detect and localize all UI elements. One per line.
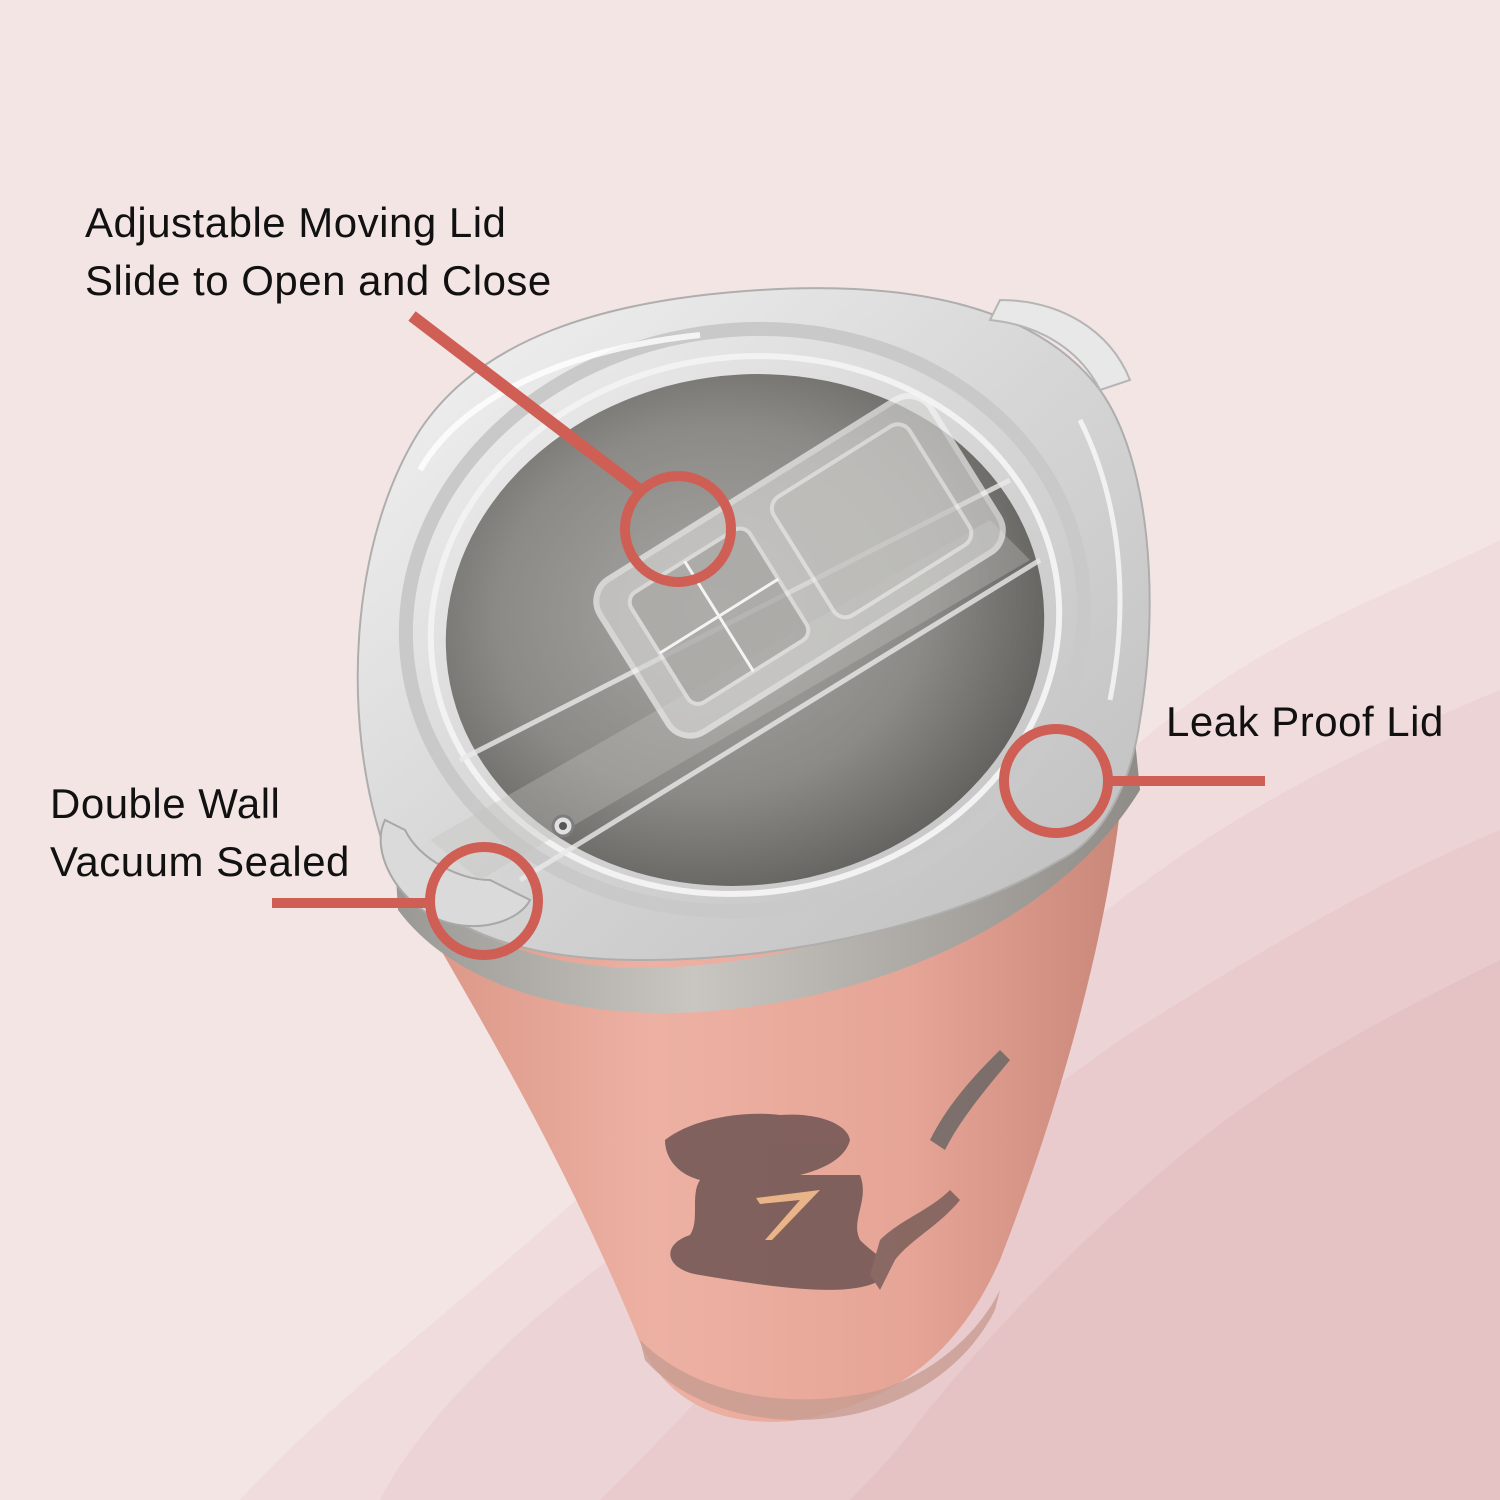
callout-label-line: Slide to Open and Close <box>85 257 552 304</box>
callout-marker-double-wall <box>272 842 543 960</box>
callout-label-double-wall: Double Wall Vacuum Sealed <box>50 775 350 891</box>
callout-label-line: Leak Proof Lid <box>1166 698 1444 745</box>
printed-graphic <box>665 1050 1010 1290</box>
callout-label-leak-proof: Leak Proof Lid <box>1166 693 1444 751</box>
callout-label-line: Adjustable Moving Lid <box>85 199 507 246</box>
callout-label-line: Vacuum Sealed <box>50 838 350 885</box>
callout-label-line: Double Wall <box>50 780 281 827</box>
callout-marker-leak-proof <box>999 724 1265 838</box>
callout-marker-adjustable-lid <box>408 311 736 587</box>
callout-label-adjustable-lid: Adjustable Moving Lid Slide to Open and … <box>85 194 552 310</box>
slider-piece <box>593 392 1006 739</box>
